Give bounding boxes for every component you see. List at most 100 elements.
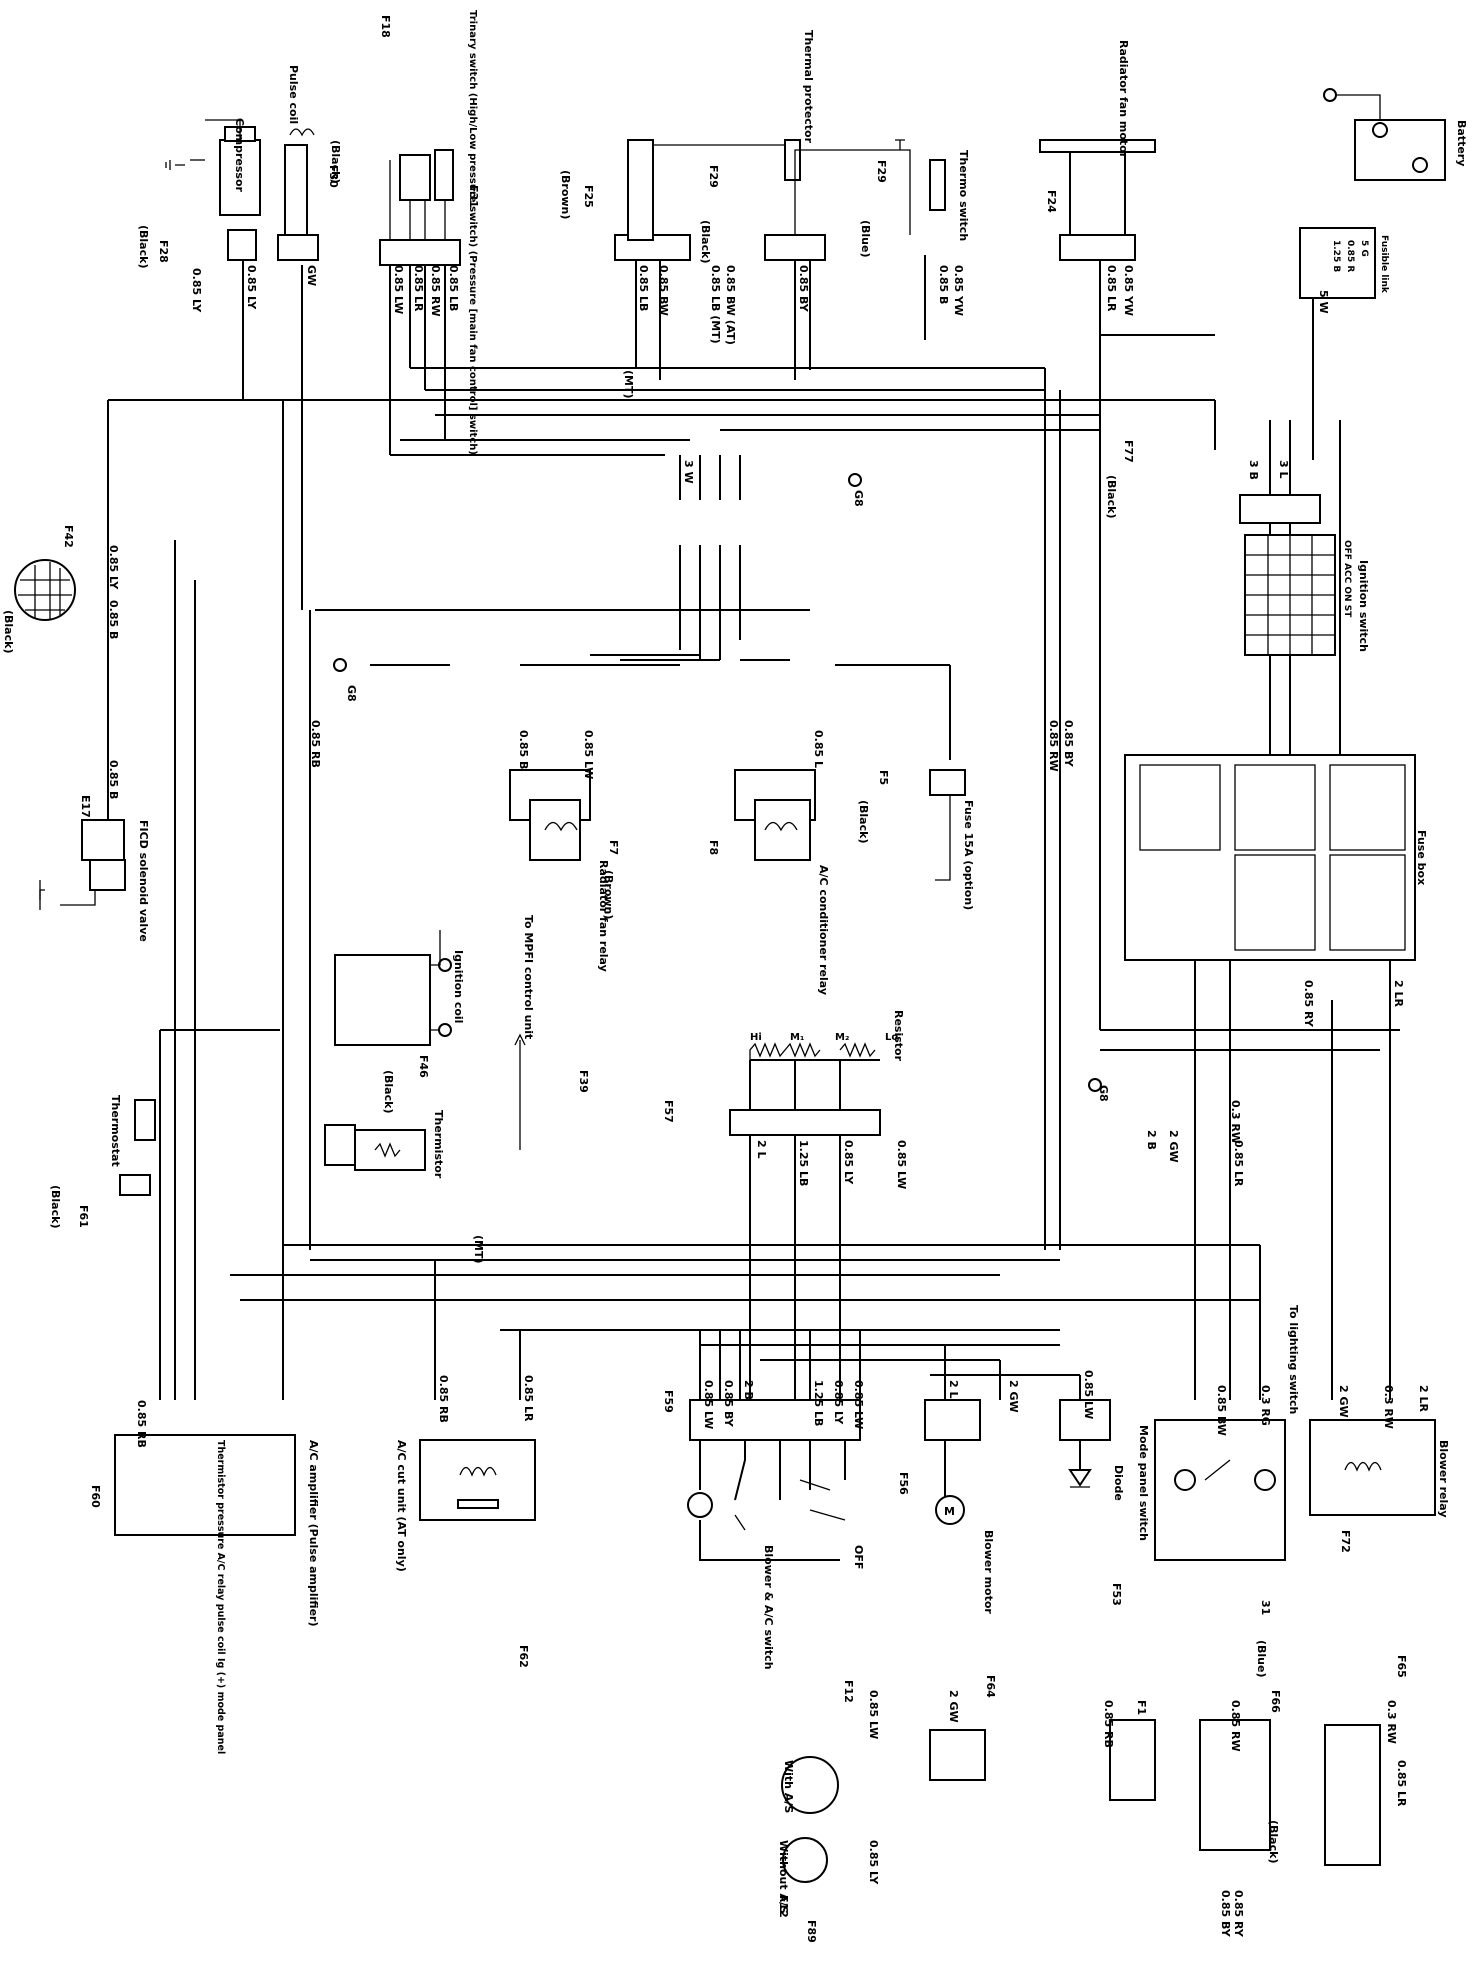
thermistor: Thermistor bbox=[324, 1110, 445, 1179]
black-f5: (Black) bbox=[857, 800, 870, 843]
wl-2gw: 2 GW bbox=[1167, 1130, 1180, 1163]
ac-relay-label: A/C conditioner relay bbox=[817, 865, 830, 995]
wl-2b: 2 B bbox=[1145, 1130, 1158, 1150]
resistor-lo: Lo bbox=[885, 1032, 898, 1043]
wl-f65-rw: 0.3 RW bbox=[1385, 1700, 1398, 1744]
wl-br-rw: 0.3 RW bbox=[1382, 1385, 1395, 1429]
tag-f5: F5 bbox=[877, 770, 890, 785]
tag-f59: F59 bbox=[662, 1390, 675, 1413]
tag-f64: F64 bbox=[984, 1675, 997, 1698]
tag-f25: F25 bbox=[582, 185, 595, 208]
ac-amplifier-label: A/C amplifier (Pulse amplifier) bbox=[307, 1440, 320, 1627]
black-f77: (Black) bbox=[1105, 475, 1118, 518]
wl-042-b: 0.85 B bbox=[107, 600, 120, 639]
wl-mp-rg: 0.3 RG bbox=[1259, 1385, 1272, 1426]
bottom-connectors bbox=[929, 1719, 1381, 1866]
wl-br-2gw: 2 GW bbox=[1337, 1385, 1350, 1418]
wl-085rb: 0.85 RB bbox=[309, 720, 322, 768]
to-lighting-switch: To lighting switch bbox=[1287, 1305, 1300, 1414]
without-as-label: Without A/S bbox=[777, 1840, 790, 1914]
black-f28: (Black) bbox=[137, 225, 150, 268]
wl-relay-l: 0.85 L bbox=[812, 730, 825, 768]
wl-mp-bw: 0.85 BW bbox=[1215, 1385, 1228, 1436]
pulse-coil-label: Pulse coil bbox=[287, 65, 300, 124]
black-f46: (Black) bbox=[382, 1070, 395, 1113]
black-f42: (Black) bbox=[2, 610, 15, 653]
compressor-label: Compressor bbox=[233, 118, 246, 193]
wl-sw-125lb: 1.25 LB bbox=[812, 1380, 825, 1426]
diode-label: Diode bbox=[1112, 1465, 1125, 1501]
wl-res-lw: 0.85 LW bbox=[895, 1140, 908, 1189]
wl-fan-lr: 0.85 LR bbox=[1105, 265, 1118, 312]
wl-042-ly: 0.85 LY bbox=[107, 545, 120, 590]
thermal-protector-assembly: Thermal protector bbox=[614, 30, 815, 261]
radiator-fan-motor-label: Radiator fan motor bbox=[1117, 40, 1130, 159]
ac-cut-unit: A/C cut unit (AT only) bbox=[395, 1439, 536, 1572]
tag-f89: F89 bbox=[805, 1920, 818, 1943]
wl-f12-ly: 0.85 LY bbox=[867, 1840, 880, 1885]
resistor-m1: M₁ bbox=[790, 1032, 804, 1043]
tag-f53: F53 bbox=[1110, 1583, 1123, 1606]
compressor: Compressor bbox=[190, 118, 261, 261]
ignition-switch-label: Ignition switch bbox=[1357, 560, 1370, 652]
tag-f66: F66 bbox=[1269, 1690, 1282, 1713]
wl-f1-rb: 0.85 RB bbox=[1102, 1700, 1115, 1748]
tag-f23: F29 bbox=[875, 160, 888, 183]
wl-ry: 0.85 RY bbox=[1302, 980, 1315, 1028]
fuse-5g: 5 G bbox=[1359, 240, 1369, 257]
wl-f66-rw: 0.85 RW bbox=[1229, 1700, 1242, 1752]
blue-31: (Blue) bbox=[1255, 1640, 1268, 1678]
wl-125lb: 1.25 LB bbox=[797, 1140, 810, 1186]
to-mpfi-control-unit: To MPFI control unit bbox=[514, 915, 535, 1150]
wl-f28: 0.85 LY bbox=[190, 268, 203, 313]
wl-comp: 0.85 LY bbox=[245, 265, 258, 310]
wl-amp-rb: 0.85 RB bbox=[135, 1400, 148, 1448]
wl-085bw: 0.85 BW bbox=[657, 265, 670, 316]
wl-sw-2b: 2 B bbox=[742, 1380, 755, 1400]
tag-e17: E17 bbox=[79, 795, 92, 818]
resistor-hi: Hi bbox=[750, 1032, 762, 1043]
mode-panel-label: Mode panel switch bbox=[1137, 1425, 1150, 1541]
wl-bwat: 0.85 BW (AT) bbox=[724, 265, 737, 345]
resistor-label: Resistor bbox=[892, 1010, 905, 1062]
wl-sw-by: 0.85 BY bbox=[722, 1380, 735, 1428]
thermostat-label: Thermostat bbox=[109, 1095, 122, 1167]
wl-sw-lw: 0.85 LW bbox=[702, 1380, 715, 1429]
blower-motor-m: M bbox=[944, 1505, 955, 1518]
tag-f57: F57 bbox=[662, 1100, 675, 1123]
wl-e17-b: 0.85 B bbox=[107, 760, 120, 799]
thermal-protector-label: Thermal protector bbox=[802, 30, 815, 144]
wl-2l: 2 L bbox=[755, 1140, 768, 1159]
brown-f7: (Brown) bbox=[602, 870, 615, 919]
blower-relay: Blower relay bbox=[1309, 1419, 1450, 1518]
wl-f64-gw: 2 GW bbox=[947, 1690, 960, 1723]
resistor-m2: M₂ bbox=[835, 1032, 849, 1043]
tag-f72: F72 bbox=[1339, 1530, 1352, 1553]
wl-f31-lw: 0.85 LW bbox=[392, 265, 405, 314]
tag-f42: F42 bbox=[62, 525, 75, 548]
fuse-box: Fuse box bbox=[1124, 754, 1428, 961]
connector-tags: F18 F31 F30 F28 F25 F29 F29 F24 F42 E17 … bbox=[62, 15, 1408, 1943]
wl-03rw: 0.3 RW bbox=[1229, 1100, 1242, 1144]
wl-relay-b: 0.85 B bbox=[517, 730, 530, 769]
wl-2lr: 2 LR bbox=[1392, 980, 1405, 1007]
black-f29: (Black) bbox=[699, 220, 712, 263]
wl-3w: 3 W bbox=[682, 460, 695, 484]
tag-f60: F60 bbox=[89, 1485, 102, 1508]
tag-f77: F77 bbox=[1122, 440, 1135, 463]
wl-5w: 5 W bbox=[1317, 290, 1330, 314]
tag-f46: F46 bbox=[417, 1055, 430, 1078]
blower-motor: M Blower motor bbox=[924, 1399, 995, 1614]
with-as-label: With A/S bbox=[782, 1760, 795, 1813]
tag-g8-b: G8 bbox=[345, 685, 358, 702]
ground-symbols bbox=[39, 88, 1337, 1092]
tag-f12-b: F12 bbox=[777, 1895, 790, 1918]
black-f66: (Black) bbox=[1267, 1820, 1280, 1863]
wl-cut-rb: 0.85 RB bbox=[437, 1375, 450, 1423]
wl-lr-b: 0.85 LR bbox=[1232, 1140, 1245, 1187]
fuse-125b: 1.25 B bbox=[1331, 240, 1341, 272]
misc-labels: (MT) (MT) (Black) (Brown) (Blue) (Black)… bbox=[2, 140, 1300, 1863]
tag-f61: F61 bbox=[77, 1205, 90, 1228]
fusible-link: Fusible link 5 G 0.85 R 1.25 B bbox=[1299, 227, 1389, 299]
